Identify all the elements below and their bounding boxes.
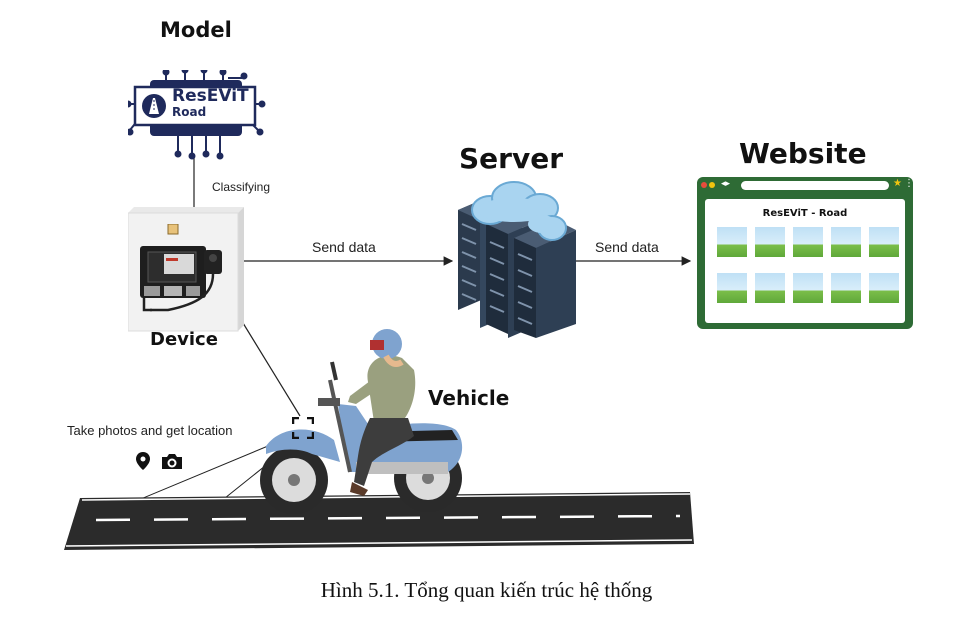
- image-thumbnail[interactable]: [869, 273, 899, 303]
- image-thumbnail[interactable]: [831, 227, 861, 257]
- device-heading: Device: [150, 329, 218, 350]
- menu-dots-icon: ⋮: [904, 178, 914, 189]
- ai-chip-icon: [128, 70, 266, 160]
- web-page-title: ResEViT - Road: [762, 208, 848, 219]
- model-logo-title: ResEViT: [172, 86, 249, 106]
- motorbike-rider-icon: [260, 329, 463, 514]
- focus-frame-icon: [292, 417, 314, 439]
- image-thumbnail[interactable]: [717, 273, 747, 303]
- image-thumbnail[interactable]: [869, 227, 899, 257]
- server-cloud-icon: [458, 181, 576, 338]
- window-close-dot: [701, 182, 707, 188]
- bookmark-star-icon: ★: [893, 178, 902, 189]
- camera-icon: [162, 454, 182, 469]
- capture-label: Take photos and get location: [67, 423, 233, 438]
- device-to-server-label: Send data: [312, 239, 376, 255]
- classifying-label: Classifying: [212, 180, 271, 194]
- model-heading: Model: [160, 18, 232, 42]
- address-bar: [741, 181, 889, 190]
- image-thumbnail[interactable]: [793, 227, 823, 257]
- image-thumbnail[interactable]: [717, 227, 747, 257]
- jetson-board-icon: [140, 224, 222, 312]
- figure-caption: Hình 5.1. Tổng quan kiến trúc hệ thống: [320, 578, 653, 602]
- image-thumbnail[interactable]: [755, 227, 785, 257]
- road: [64, 492, 694, 550]
- server-to-website-label: Send data: [595, 239, 659, 255]
- nav-arrows-icon: ◂▸: [721, 179, 731, 189]
- device-to-camera-line: [242, 322, 301, 417]
- web-page: ResEViT - Road: [705, 199, 905, 323]
- window-min-dot: [709, 182, 715, 188]
- image-thumbnail[interactable]: [793, 273, 823, 303]
- vehicle-heading: Vehicle: [428, 386, 510, 410]
- model-logo-subtitle: Road: [172, 105, 207, 119]
- image-thumbnail[interactable]: [831, 273, 861, 303]
- image-thumbnail[interactable]: [755, 273, 785, 303]
- website-heading: Website: [739, 137, 867, 170]
- server-heading: Server: [459, 142, 564, 175]
- location-pin-icon: [136, 452, 150, 470]
- browser-window: ◂▸ ★ ⋮ ResEViT - Road: [697, 177, 914, 329]
